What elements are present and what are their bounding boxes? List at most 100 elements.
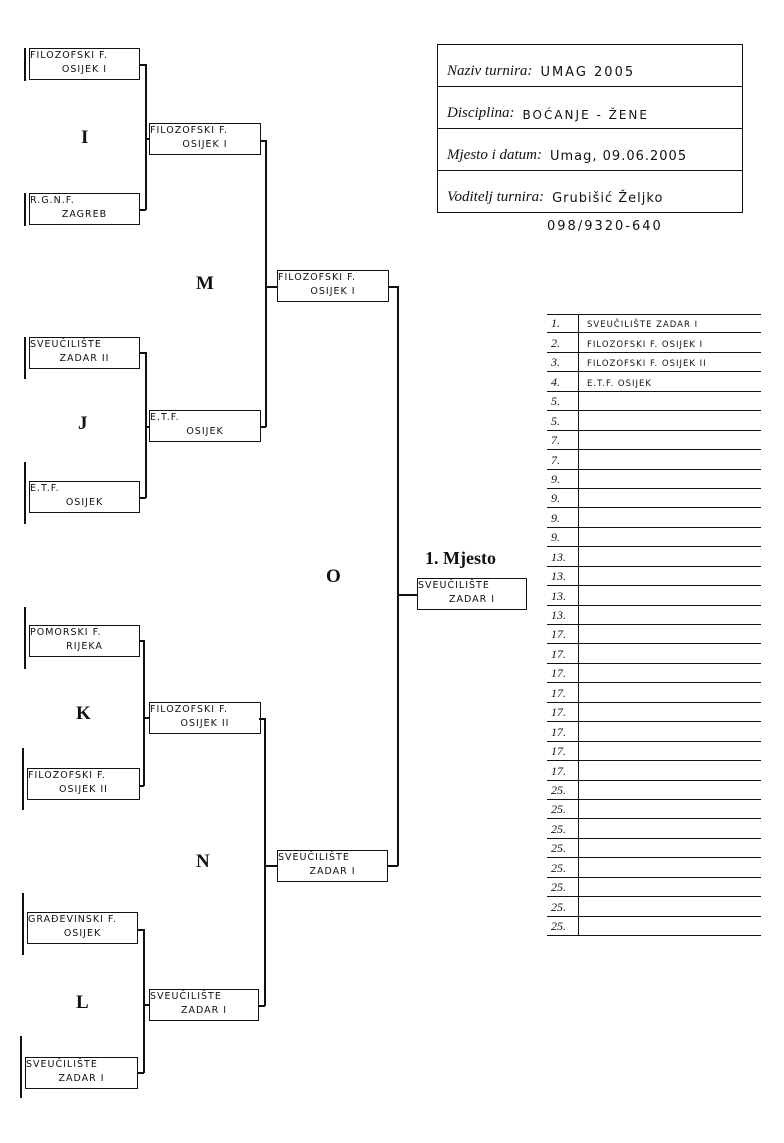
tournament-info: Naziv turnira: UMAG 2005 Disciplina: BOĆ…	[437, 44, 743, 213]
conn-l-vertical	[143, 929, 145, 1073]
r1-team-3: SveučilišteZadar II	[29, 337, 140, 369]
leader-value: Grubišić Željko	[552, 191, 664, 206]
discipline-value: BOĆANJE - ŽENE	[522, 108, 649, 122]
result-team: E.T.F. OSIJEK	[587, 378, 652, 389]
team-name-line: Filozofski F.	[150, 704, 229, 715]
team-name-line: Filozofski F.	[30, 50, 109, 61]
group-m-label: M	[196, 273, 214, 294]
r1-edge-1	[24, 48, 26, 81]
result-team	[579, 855, 587, 857]
result-position: 17.	[547, 683, 579, 702]
result-position: 9.	[547, 527, 579, 547]
result-position: 17.	[547, 761, 579, 780]
result-position: 17.	[547, 741, 579, 761]
team-city-line: Zadar I	[448, 594, 496, 605]
conn-k-out	[143, 717, 150, 719]
r3-team-2: SveučilišteZadar I	[277, 850, 388, 882]
conn-i-bottom	[140, 209, 146, 211]
r1-team-7: Građevinski F.Osijek	[27, 912, 138, 944]
team-city-line: Osijek	[65, 497, 104, 508]
result-team	[579, 583, 587, 585]
result-position: 25.	[547, 877, 579, 897]
result-row: 5.	[547, 391, 761, 412]
r1-edge-3	[24, 337, 26, 379]
team-city-line: Osijek I	[61, 64, 108, 75]
result-position: 25.	[547, 799, 579, 819]
team-name-line: R.G.N.F.	[30, 195, 75, 206]
result-team	[579, 486, 587, 488]
result-team: SVEUČILIŠTE ZADAR I	[587, 320, 699, 331]
conn-j-vertical	[145, 352, 147, 498]
team-name-line: E.T.F.	[30, 483, 60, 494]
team-name-line: Filozofski F.	[28, 770, 107, 781]
conn-j-top	[140, 352, 146, 354]
result-team	[579, 622, 587, 624]
result-team	[579, 739, 587, 741]
result-position: 17.	[547, 722, 579, 741]
conn-l-top	[138, 929, 144, 931]
tournament-name-value: UMAG 2005	[540, 65, 636, 80]
leader-phone: 098/9320-640	[547, 219, 663, 234]
tournament-name-label: Naziv turnira:	[447, 63, 533, 79]
result-position: 13.	[547, 547, 579, 566]
team-name-line: Sveučilište	[150, 991, 222, 1002]
team-name-line: Pomorski F.	[30, 627, 102, 638]
conn-j-bottom	[140, 497, 146, 499]
r2-team-1: Filozofski F.Osijek I	[149, 123, 261, 155]
result-position: 25.	[547, 780, 579, 799]
result-team	[579, 505, 587, 507]
result-row: 25.	[547, 838, 761, 859]
result-position: 17.	[547, 702, 579, 722]
conn-i-top	[140, 64, 146, 66]
conn-m-top	[261, 140, 266, 142]
result-team: FILOZOFSKI F. OSIJEK I	[587, 339, 704, 350]
team-city-line: Zadar I	[58, 1073, 105, 1084]
result-position: 25.	[547, 838, 579, 858]
result-position: 2.	[547, 333, 579, 352]
result-position: 25.	[547, 819, 579, 838]
team-city-line: Zadar II	[59, 353, 110, 364]
result-team	[579, 564, 587, 566]
result-row: 25.	[547, 877, 761, 898]
result-row: 17.	[547, 683, 761, 703]
r2-team-4: SveučilišteZadar I	[149, 989, 259, 1021]
result-team	[579, 778, 587, 780]
result-row: 17.	[547, 702, 761, 723]
result-row: 17.	[547, 663, 761, 684]
result-row: 9.	[547, 469, 761, 489]
team-city-line: Zadar I	[180, 1005, 228, 1016]
r3-team-1: Filozofski F.Osijek I	[277, 270, 389, 302]
r1-edge-5	[24, 607, 26, 669]
r1-team-8: SveučilišteZadar I	[25, 1057, 138, 1089]
r1-edge-2	[24, 193, 26, 226]
result-position: 25.	[547, 858, 579, 877]
conn-i-out	[145, 138, 150, 140]
result-team	[579, 661, 587, 663]
r2-team-2: E.T.F.Osijek	[149, 410, 261, 442]
conn-n-vertical	[264, 718, 266, 1006]
leader-label: Voditelj turnira:	[447, 189, 545, 205]
result-row: 17.	[547, 644, 761, 664]
result-team	[579, 816, 587, 818]
team-city-line: Osijek	[186, 426, 224, 437]
result-row: 7.	[547, 430, 761, 451]
result-team	[579, 680, 587, 682]
conn-n-top	[259, 718, 265, 720]
r1-edge-7	[22, 893, 24, 955]
tournament-name-row: Naziv turnira: UMAG 2005	[438, 45, 742, 87]
result-row: 13.	[547, 566, 761, 587]
team-name-line: Sveučilište	[418, 580, 490, 591]
group-o-label: O	[326, 566, 341, 587]
r1-team-4: E.T.F. Osijek	[29, 481, 140, 513]
result-position: 5.	[547, 411, 579, 430]
result-position: 9.	[547, 488, 579, 508]
result-team	[579, 914, 587, 916]
result-row: 3.FILOZOFSKI F. OSIJEK II	[547, 352, 761, 373]
leader-row: Voditelj turnira: Grubišić Željko	[438, 171, 742, 213]
conn-o-vertical	[397, 286, 399, 866]
conn-k-bottom	[140, 785, 144, 787]
result-team	[579, 641, 587, 643]
result-row: 25.	[547, 780, 761, 800]
result-position: 1.	[547, 315, 579, 333]
group-n-label: N	[196, 851, 210, 872]
